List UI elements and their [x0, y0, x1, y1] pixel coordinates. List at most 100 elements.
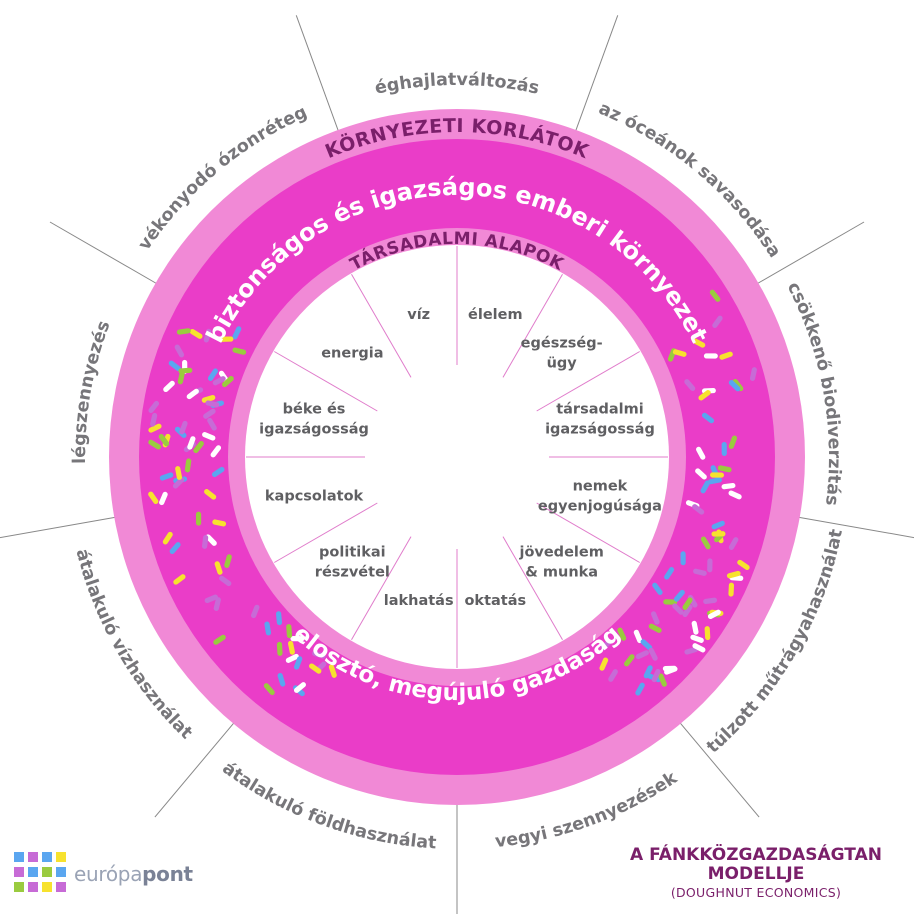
logo-text-light: európa — [74, 862, 143, 886]
foundation-label-line: energia — [321, 345, 383, 361]
sprinkle — [693, 568, 707, 576]
sprinkles-decoration — [148, 289, 757, 697]
sprinkle — [719, 351, 733, 360]
sprinkle — [701, 412, 715, 424]
sprinkle — [599, 657, 609, 671]
sprinkle — [205, 534, 217, 546]
title-block: A FÁNKKÖZGAZDASÁGTAN MODELLJE (DOUGHNUT … — [610, 846, 902, 901]
logo-square — [14, 852, 24, 862]
sprinkle — [643, 665, 653, 679]
logo-square — [28, 882, 38, 892]
sprinkle — [712, 315, 723, 328]
ceiling-divider-line — [295, 15, 340, 133]
logo-square — [42, 867, 52, 877]
ceiling-divider-line — [756, 221, 865, 285]
sprinkle — [663, 599, 678, 605]
sprinkle — [186, 388, 199, 400]
sprinkle — [709, 289, 721, 302]
sprinkle — [263, 683, 275, 696]
foundation-label-line: jövedelem — [518, 545, 603, 561]
ceiling-divider-lines — [0, 15, 914, 914]
sprinkle — [728, 582, 735, 597]
sprinkle — [700, 536, 711, 550]
sprinkle — [711, 531, 726, 537]
sprinkle — [210, 445, 222, 458]
foundation-divider-line — [274, 351, 378, 412]
foundation-label-line: igazságosság — [259, 422, 369, 438]
sprinkle — [174, 344, 185, 358]
logo-square — [56, 852, 66, 862]
sprinkle — [175, 466, 183, 480]
sprinkle — [692, 643, 706, 653]
sprinkle — [692, 338, 706, 348]
sprinkle — [148, 439, 162, 450]
sprinkle — [179, 420, 188, 435]
foundation-label-line: egészség- — [521, 335, 603, 351]
sprinkle — [732, 378, 744, 392]
sprinkle — [264, 621, 272, 636]
sprinkle — [700, 480, 711, 494]
logo-square — [28, 867, 38, 877]
sprinkle — [159, 472, 174, 481]
ceiling-divider-line — [679, 721, 760, 818]
sprinkle — [178, 367, 193, 374]
sprinkle — [680, 551, 686, 566]
sprinkle — [172, 477, 185, 489]
sprinkle — [148, 400, 160, 414]
ceiling-divider-line — [49, 221, 158, 285]
sprinkle — [276, 611, 283, 626]
sprinkle — [698, 390, 711, 401]
sprinkle — [150, 412, 158, 427]
sprinkle — [222, 376, 234, 388]
foundation-label-line: víz — [407, 307, 430, 323]
sprinkle — [224, 554, 232, 568]
ceiling-divider-line — [574, 15, 619, 133]
sprinkle — [703, 353, 718, 359]
sprinkle — [600, 638, 613, 651]
logo-square — [56, 867, 66, 877]
sprinkle — [328, 664, 337, 678]
ceiling-label: légszennyezés — [70, 318, 115, 464]
sprinkle — [277, 672, 286, 687]
sprinkle — [163, 380, 175, 393]
sprinkle — [662, 665, 677, 672]
sprinkle — [728, 490, 742, 500]
sprinkle — [684, 646, 699, 655]
sprinkle — [177, 370, 185, 385]
sprinkle — [728, 435, 738, 449]
sprinkle — [168, 360, 181, 372]
sprinkle — [288, 640, 295, 655]
sprinkle — [672, 603, 684, 615]
ceiling-divider-line — [154, 721, 235, 818]
foundation-label-line: lakhatás — [384, 593, 454, 609]
sprinkle — [648, 623, 662, 633]
foundation-label: kapcsolatok — [265, 488, 364, 504]
sprinkle — [285, 653, 299, 663]
sprinkle — [184, 458, 192, 473]
sprinkle — [690, 634, 704, 643]
sprinkle — [204, 594, 218, 604]
sprinkle — [219, 575, 232, 587]
sprinkle — [159, 491, 168, 506]
sprinkle — [312, 650, 326, 659]
sprinkle — [276, 641, 283, 656]
subtitle: (DOUGHNUT ECONOMICS) — [670, 885, 842, 900]
sprinkle — [711, 520, 725, 530]
sprinkle — [710, 472, 725, 478]
sprinkle — [704, 626, 711, 641]
sprinkle — [232, 347, 247, 355]
ceiling-label: éghajlatváltozás — [373, 70, 541, 99]
sprinkle — [232, 326, 242, 340]
foundation-label-line: ügy — [547, 355, 578, 371]
sprinkle — [633, 629, 643, 644]
sprinkle — [728, 380, 741, 392]
logo-text: európapont — [74, 862, 193, 886]
sprinkle — [169, 542, 181, 554]
foundation-divider-line — [351, 274, 412, 378]
sprinkle — [290, 636, 305, 642]
sprinkle — [726, 570, 741, 579]
foundation-label: lakhatás — [384, 593, 454, 609]
